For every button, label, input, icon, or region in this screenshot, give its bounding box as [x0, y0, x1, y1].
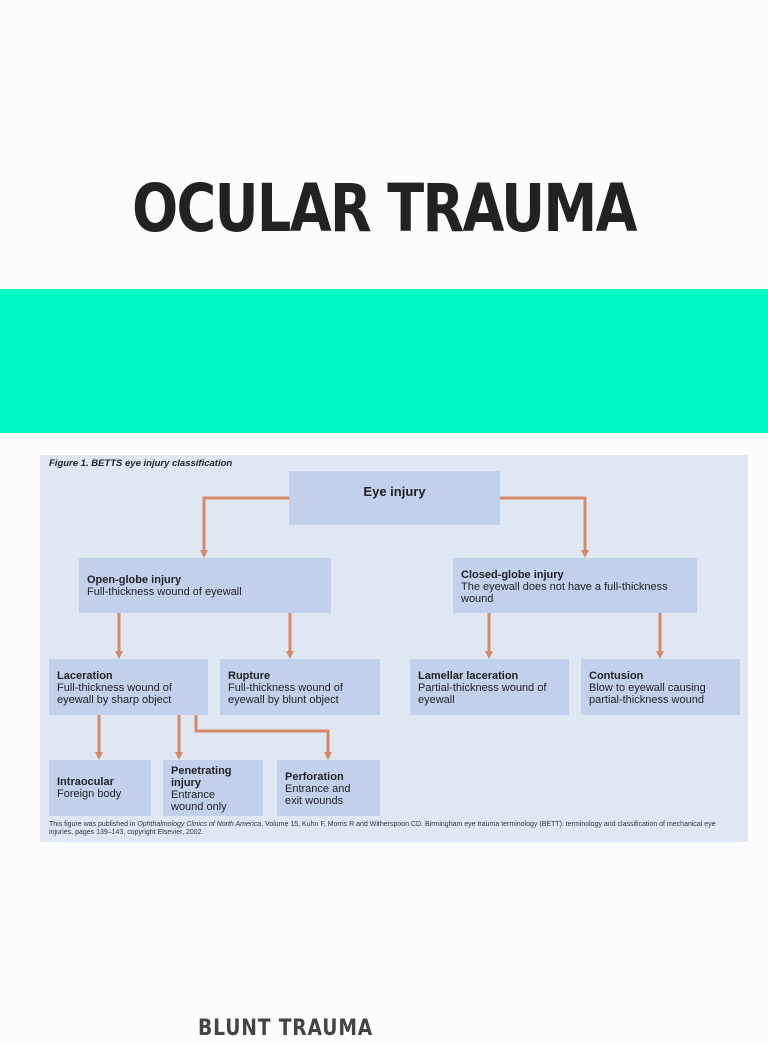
node-open-globe-desc: Full-thickness wound of eyewall	[87, 586, 242, 598]
connector-arrows	[95, 496, 664, 760]
node-contusion-desc: Blow to eyewall causing partial-thicknes…	[589, 682, 706, 706]
node-lamellar-desc: Partial-thickness wound of eyewall	[418, 682, 547, 706]
node-open-globe-title: Open-globe injury	[87, 574, 182, 586]
node-perforation-desc: Entrance and exit wounds	[285, 783, 351, 807]
node-closed-globe: Closed-globe injury The eyewall does not…	[453, 558, 697, 613]
next-section-heading: BLUNT TRAUMA	[198, 1016, 374, 1041]
arrow-laceration-to-perforation	[194, 715, 332, 760]
node-closed-globe-desc: The eyewall does not have a full-thickne…	[461, 581, 668, 605]
node-rupture-desc: Full-thickness wound of eyewall by blunt…	[228, 682, 343, 706]
node-closed-globe-title: Closed-globe injury	[461, 569, 564, 581]
node-rupture: Rupture Full-thickness wound of eyewall …	[220, 659, 380, 715]
footnote-journal: Ophthalmology Clinics of North America	[137, 821, 262, 828]
footnote-part-a: This figure was published in	[49, 821, 138, 828]
node-eye-injury-label: Eye injury	[363, 484, 426, 499]
node-laceration-title: Laceration	[57, 670, 113, 682]
node-laceration: Laceration Full-thickness wound of eyewa…	[49, 659, 208, 715]
accent-band	[0, 289, 768, 433]
node-perforation: Perforation Entrance and exit wounds	[277, 760, 380, 816]
node-perforation-title: Perforation	[285, 771, 344, 783]
node-laceration-desc: Full-thickness wound of eyewall by sharp…	[57, 682, 172, 706]
footnote-part-b: , Volume 15, Kuhn F, Morris R and Wither…	[49, 821, 716, 836]
node-lamellar-title: Lamellar laceration	[418, 670, 519, 682]
arrow-root-to-closed-globe	[500, 496, 589, 558]
betts-classification-figure: Figure 1. BETTS eye injury classificatio…	[40, 455, 748, 842]
node-open-globe: Open-globe injury Full-thickness wound o…	[79, 558, 331, 613]
node-rupture-title: Rupture	[228, 670, 271, 682]
arrow-root-to-open-globe	[200, 496, 289, 558]
figure-footnote: This figure was published in Ophthalmolo…	[49, 821, 739, 837]
node-intraocular-desc: Foreign body	[57, 788, 122, 800]
node-penetrating-desc: Entrance wound only	[171, 789, 227, 813]
node-lamellar-laceration: Lamellar laceration Partial-thickness wo…	[410, 659, 569, 715]
node-penetrating-title: Penetrating injury	[171, 765, 232, 789]
figure-caption: Figure 1. BETTS eye injury classificatio…	[49, 458, 233, 469]
page-title: OCULAR TRAUMA	[132, 170, 637, 247]
node-intraocular: Intraocular Foreign body	[49, 760, 151, 816]
node-contusion-title: Contusion	[589, 670, 644, 682]
node-penetrating: Penetrating injury Entrance wound only	[163, 760, 263, 816]
node-contusion: Contusion Blow to eyewall causing partia…	[581, 659, 740, 715]
node-intraocular-title: Intraocular	[57, 776, 114, 788]
node-eye-injury: Eye injury	[289, 471, 500, 525]
